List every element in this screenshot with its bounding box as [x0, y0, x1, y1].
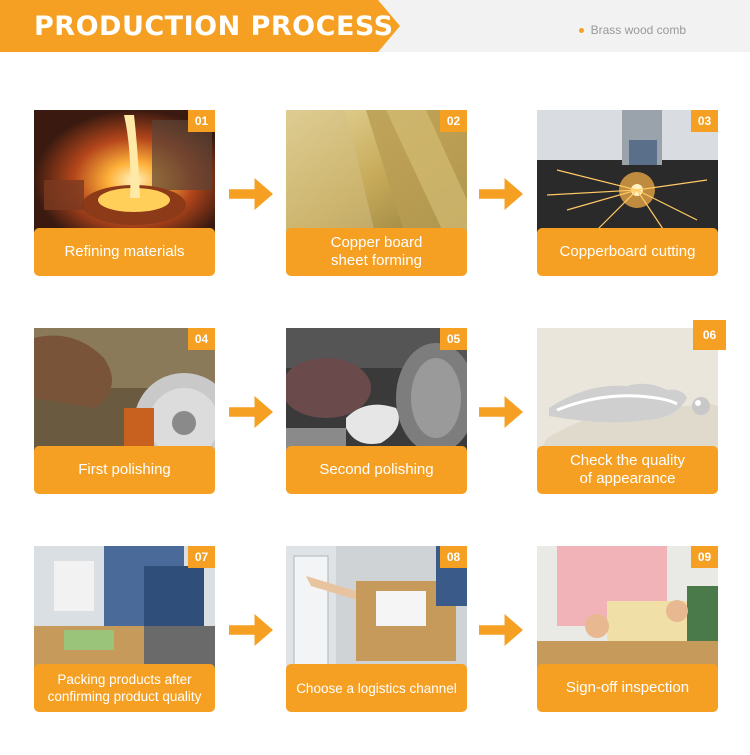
step-card-01: 01 Refining materials [34, 110, 215, 276]
step-card-05: 05 Second polishing [286, 328, 467, 494]
product-subtitle: Brass wood comb [578, 22, 686, 38]
step-card-03: 03 Copperboard cutting [537, 110, 718, 276]
step-number: 01 [188, 110, 215, 132]
step-label-line: confirming product quality [47, 689, 202, 704]
step-number: 08 [440, 546, 467, 568]
step-label: Check the quality of appearance [537, 446, 718, 494]
step-card-04: 04 First polishing [34, 328, 215, 494]
step-number: 03 [691, 110, 718, 132]
step-label-line: of appearance [579, 470, 676, 487]
arrow-right-icon [229, 178, 273, 210]
refining-materials-photo [34, 110, 215, 238]
arrow-right-icon [479, 396, 523, 428]
step-label-line: Copper board [330, 234, 423, 251]
step-number: 07 [188, 546, 215, 568]
step-label: Choose a logistics channel [286, 664, 467, 712]
step-number: 06 [693, 320, 726, 350]
step-label-line: Choose a logistics channel [296, 680, 457, 696]
step-label: First polishing [34, 446, 215, 494]
page-title: PRODUCTION PROCESS [34, 11, 394, 42]
step-label: Copper board sheet forming [286, 228, 467, 276]
second-polishing-photo [286, 328, 467, 456]
step-label: Packing products after confirming produc… [34, 664, 215, 712]
step-label-line: Packing products after [57, 672, 192, 687]
arrow-right-icon [229, 396, 273, 428]
step-label-line: Second polishing [319, 461, 434, 478]
logistics-photo [286, 546, 467, 674]
step-number: 04 [188, 328, 215, 350]
step-label: Second polishing [286, 446, 467, 494]
arrow-right-icon [479, 178, 523, 210]
step-card-09: 09 Sign-off inspection [537, 546, 718, 712]
first-polishing-photo [34, 328, 215, 456]
step-label-line: Refining materials [64, 243, 185, 260]
brass-comb-photo [537, 328, 718, 456]
laser-cutting-photo [537, 110, 718, 238]
step-label: Refining materials [34, 228, 215, 276]
step-card-06: 06 Check the quality of appearance [537, 320, 726, 494]
step-label-line: Copperboard cutting [559, 243, 696, 260]
step-label-line: First polishing [78, 461, 171, 478]
step-card-07: 07 Packing products after confirming pro… [34, 546, 215, 712]
step-card-02: 02 Copper board sheet forming [286, 110, 467, 276]
step-number: 02 [440, 110, 467, 132]
step-label: Copperboard cutting [537, 228, 718, 276]
step-number: 09 [691, 546, 718, 568]
step-label-line: sheet forming [331, 252, 422, 269]
step-label: Sign-off inspection [537, 664, 718, 712]
step-number: 05 [440, 328, 467, 350]
copper-sheet-photo [286, 110, 467, 238]
step-label-line: Sign-off inspection [565, 679, 690, 696]
arrow-right-icon [479, 614, 523, 646]
step-card-08: 08 Choose a logistics channel [286, 546, 467, 712]
product-subtitle-text: Brass wood comb [590, 23, 686, 37]
step-label-line: Check the quality [569, 452, 686, 469]
arrow-right-icon [229, 614, 273, 646]
title-banner [0, 0, 400, 52]
packing-products-photo [34, 546, 215, 674]
bullet-dot-icon [578, 27, 584, 33]
